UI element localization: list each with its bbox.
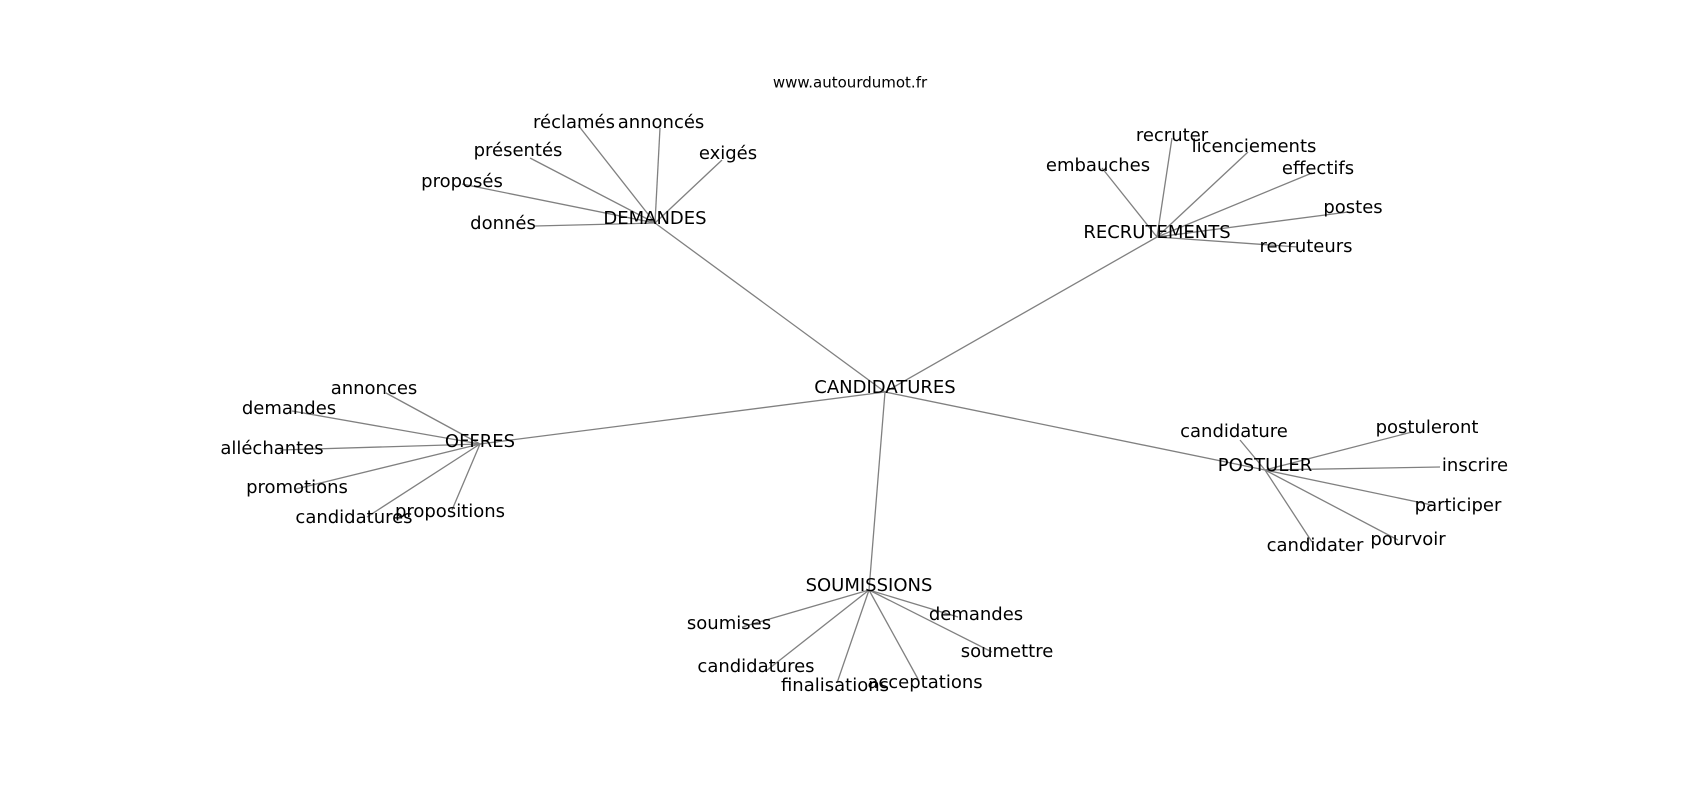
leaf-node-label: postuleront [1376,417,1479,438]
leaf-node-label: soumettre [961,641,1054,662]
leaf-node-label: recruteurs [1259,236,1352,257]
edge-hub-to-leaf [1156,151,1249,238]
edge-hub-to-leaf [868,589,959,618]
leaf-node-label: annoncés [618,112,705,133]
leaf-node-label: promotions [246,477,348,498]
leaf-node-label: demandes [929,604,1023,625]
leaf-node-label: participer [1415,495,1502,516]
leaf-node-label: pourvoir [1370,529,1446,550]
edge-hub-to-leaf [295,443,481,490]
leaf-node-label: demandes [242,398,336,419]
edge-hub-to-leaf [836,589,870,684]
edge-center-to-hub [868,391,886,591]
source-url-label: www.autourdumot.fr [773,74,928,92]
edge-center-to-hub [654,222,886,393]
hub-node-label: SOUMISSIONS [806,575,933,596]
hub-node-label: POSTULER [1218,455,1313,476]
edge-hub-to-leaf [529,157,656,224]
edge-hub-to-leaf [765,589,870,672]
leaf-node-label: donnés [470,213,536,234]
leaf-node-label: proposés [421,171,503,192]
edge-hub-to-leaf [461,183,656,224]
leaf-node-label: finalisations [781,675,889,696]
edge-hub-to-leaf [1264,469,1433,506]
leaf-node-label: embauches [1046,155,1150,176]
leaf-node-label: candidature [1180,421,1288,442]
edge-hub-to-leaf [741,589,870,628]
leaf-node-label: propositions [395,501,505,522]
leaf-node-label: alléchantes [220,438,323,459]
edge-hub-to-leaf [1156,236,1299,248]
edge-hub-to-leaf [1239,439,1266,471]
leaf-node-label: soumises [687,613,771,634]
hub-node-label: OFFRES [445,431,515,452]
edge-hub-to-leaf [366,443,481,518]
edge-hub-to-leaf [577,124,656,224]
leaf-node-label: acceptations [867,672,982,693]
edge-center-to-hub [479,391,886,445]
edge-center-to-hub [884,391,1266,471]
edge-hub-to-leaf [1264,469,1399,541]
leaf-node-label: annonces [331,378,418,399]
graph-edges [279,124,1441,684]
edge-hub-to-leaf [654,159,723,224]
edge-hub-to-leaf [654,127,661,224]
leaf-node-label: recruter [1136,125,1209,146]
graph-labels: www.autourdumot.fr CANDIDATURES DEMANDES r… [220,74,1508,697]
edge-hub-to-leaf [385,392,481,445]
leaf-node-label: inscrire [1442,455,1508,476]
center-node-label: CANDIDATURES [814,377,955,398]
leaf-node-label: postes [1323,197,1382,218]
edge-hub-to-leaf [534,222,656,227]
edge-hub-to-leaf [279,443,481,451]
edge-hub-to-leaf [868,589,919,680]
hub-node-label: RECRUTEMENTS [1083,222,1230,243]
leaf-node-label: licenciements [1192,136,1317,157]
edge-hub-to-leaf [1264,466,1441,471]
edge-hub-to-leaf [1156,137,1173,238]
leaf-node-label: réclamés [533,112,615,133]
edge-hub-to-leaf [1264,431,1413,471]
edge-hub-to-leaf [291,410,481,445]
edge-center-to-hub [884,236,1158,393]
edge-hub-to-leaf [1156,211,1349,238]
edge-hub-to-leaf [1101,167,1158,238]
leaf-node-label: candidatures [295,507,412,528]
edge-hub-to-leaf [1264,469,1313,543]
hub-node-label: DEMANDES [603,208,706,229]
edge-hub-to-leaf [451,443,481,511]
edge-hub-to-leaf [1156,172,1313,238]
leaf-node-label: exigés [699,143,757,164]
leaf-node-label: présentés [474,140,563,161]
leaf-node-label: candidatures [697,656,814,677]
leaf-node-label: effectifs [1282,158,1354,179]
edge-hub-to-leaf [868,589,993,653]
leaf-node-label: candidater [1267,535,1364,556]
